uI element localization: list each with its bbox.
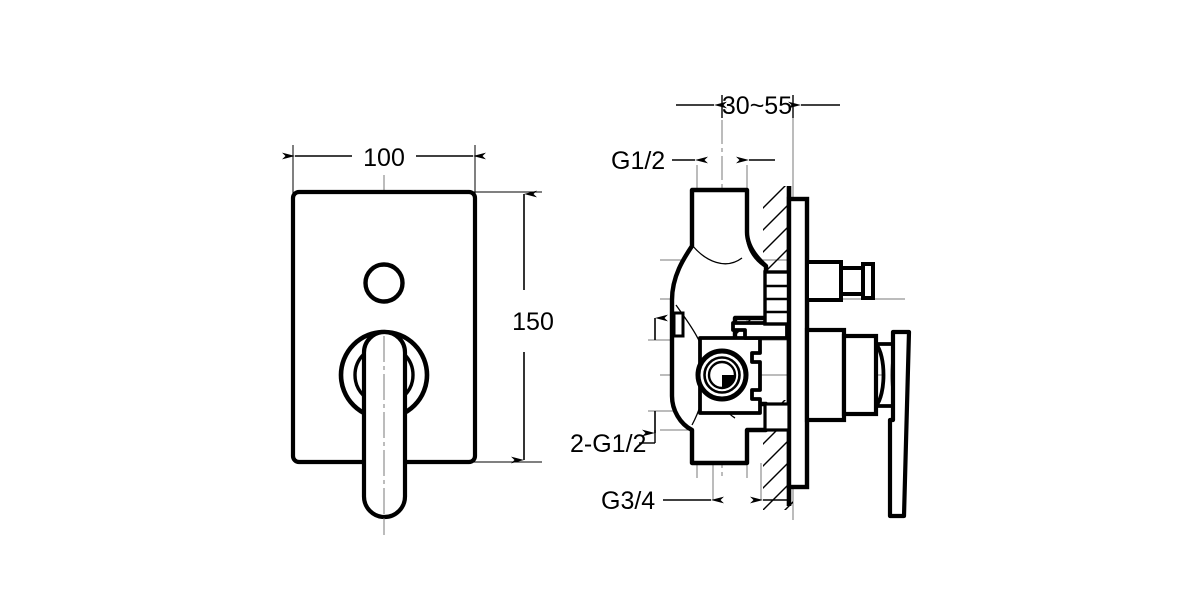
upper-threaded-nipple: [763, 270, 791, 326]
valve-body-outline: [669, 187, 769, 466]
dimension-height-150: 150: [511, 190, 554, 464]
dimension-depth-3055: 30~55: [676, 92, 840, 120]
dimension-ports-label: 2-G1/2: [570, 430, 646, 458]
dimension-width-label: 100: [363, 144, 405, 172]
body-left-notch: [672, 311, 685, 338]
dimension-ports-2g12: 2-G1/2: [570, 314, 668, 458]
side-view: 30~55 G1/2 2-G1/2 G3/4: [570, 92, 912, 520]
dimension-depth-label: 30~55: [722, 92, 792, 120]
dimension-outlet-label: G3/4: [601, 487, 655, 515]
port-key-notch: [722, 375, 735, 388]
dimension-width-100: 100: [282, 144, 486, 172]
handle-hub: [804, 327, 879, 423]
dimension-height-label: 150: [512, 308, 554, 336]
dimension-inlet-label: G1/2: [611, 147, 665, 175]
escutcheon-plate: [786, 196, 810, 490]
front-view: 100 150: [282, 144, 554, 535]
diverter-spindle: [805, 260, 875, 302]
diverter-button-circle: [363, 262, 405, 304]
handle-lever-profile: [887, 329, 912, 519]
dimension-inlet-g12: G1/2: [611, 147, 775, 175]
lower-nipple: [763, 402, 791, 432]
dimension-outlet-g34: G3/4: [601, 487, 790, 515]
